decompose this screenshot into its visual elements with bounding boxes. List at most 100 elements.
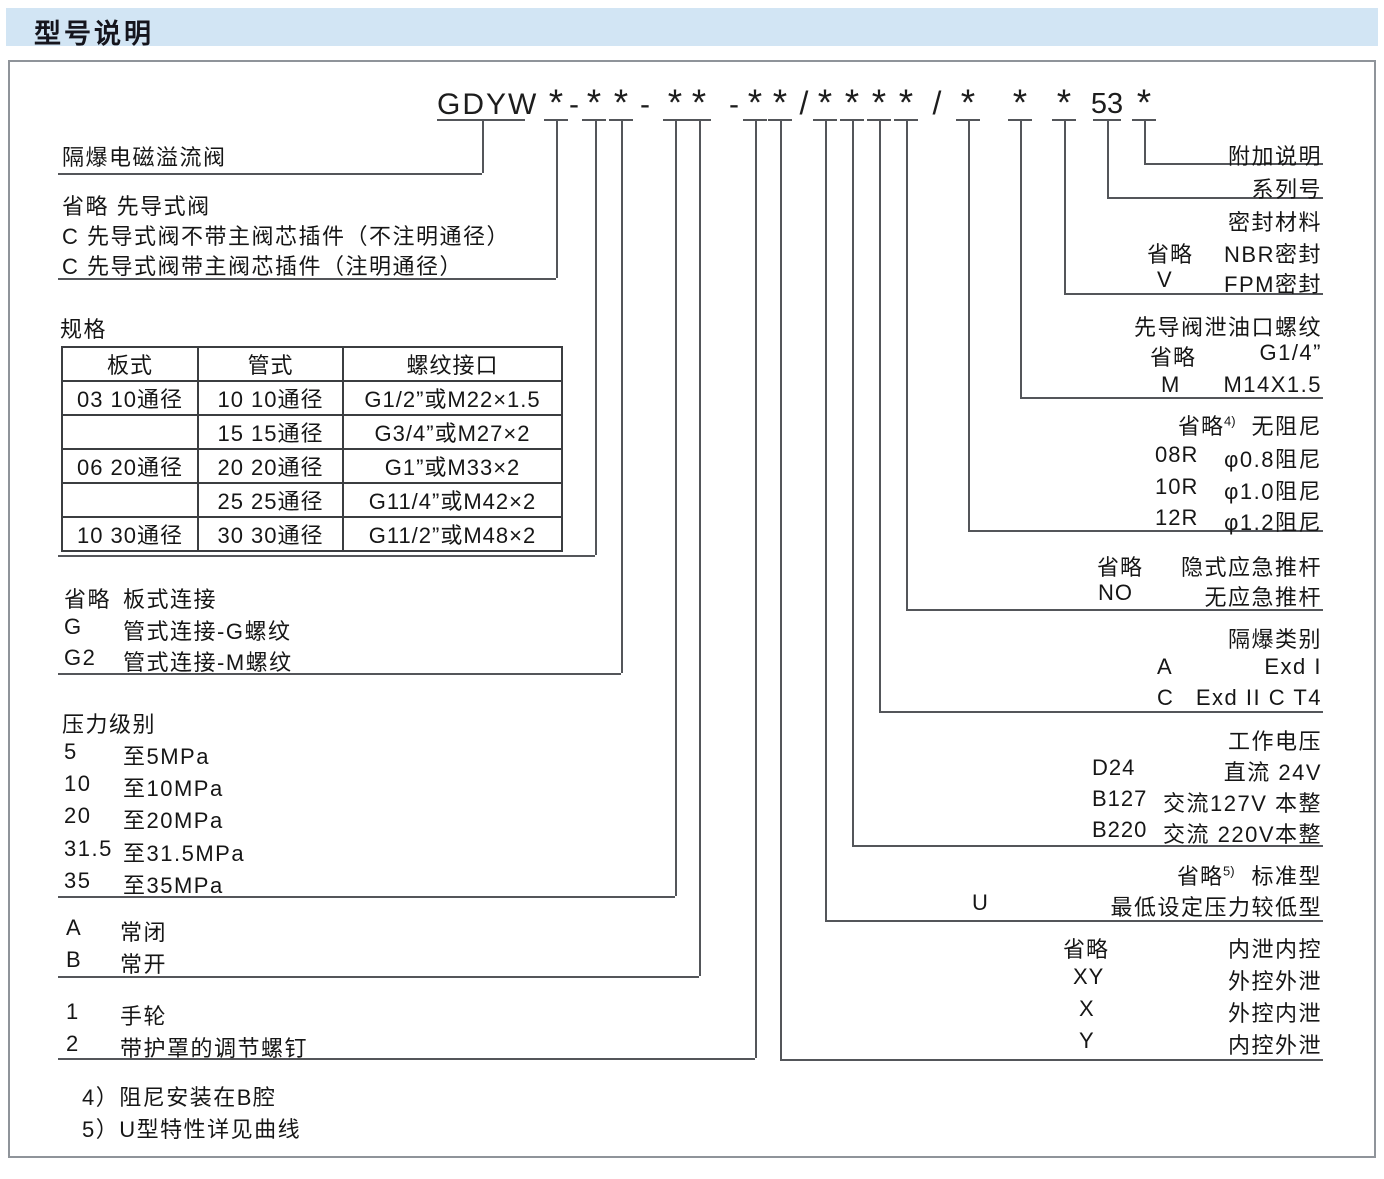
table-cell: 25 25通径 — [197, 482, 344, 518]
connection-code: 省略 — [64, 587, 112, 612]
model-code-token: * — [1012, 82, 1028, 123]
state-code: A — [66, 915, 83, 940]
control-desc: 外控外泄 — [1227, 969, 1322, 994]
token-underline — [544, 119, 568, 121]
table-cell: G11/2”或M48×2 — [342, 516, 563, 552]
state-desc: 常开 — [120, 952, 168, 977]
connector-hline — [58, 673, 621, 675]
exclass-title: 隔爆类别 — [1227, 627, 1322, 652]
pressure-code: 35 — [64, 868, 92, 893]
seal-desc: NBR密封 — [1224, 242, 1322, 267]
voltage-code: B127 — [1092, 786, 1148, 811]
table-cell: 15 15通径 — [197, 414, 344, 450]
token-underline — [582, 119, 606, 121]
connector-vline — [482, 121, 484, 173]
connection-code: G2 — [64, 645, 97, 670]
spec-title: 规格 — [60, 317, 108, 342]
damping-desc: φ1.2阻尼 — [1224, 510, 1322, 535]
connector-hline — [968, 530, 1323, 532]
page-title: 型号说明 — [34, 19, 154, 49]
voltage-code: B220 — [1092, 817, 1148, 842]
section-header-bar: 型号说明 — [6, 8, 1378, 49]
connector-hline — [1107, 197, 1323, 199]
model-code-token: * — [586, 82, 602, 123]
model-code-token: * — [747, 82, 763, 123]
token-underline — [840, 119, 864, 121]
label-valve-name: 隔爆电磁溢流阀 — [62, 145, 227, 170]
table-header-cell: 管式 — [197, 346, 344, 382]
model-code-token: * — [844, 82, 860, 123]
table-cell: 20 20通径 — [197, 448, 344, 484]
control-code: Y — [1079, 1028, 1095, 1053]
token-underline — [1093, 119, 1121, 121]
table-cell: G1”或M33×2 — [342, 448, 563, 484]
connector-hline — [906, 609, 1323, 611]
damping-code: 10R — [1155, 474, 1199, 499]
footnote: 5）U型特性详见曲线 — [82, 1117, 302, 1142]
connector-vline — [906, 121, 908, 609]
connector-vline — [1064, 121, 1066, 293]
connector-vline — [699, 121, 701, 976]
damping-code: 12R — [1155, 505, 1199, 530]
table-cell: 30 30通径 — [197, 516, 344, 552]
damping-desc: φ1.0阻尼 — [1224, 479, 1322, 504]
pressure-code: 31.5 — [64, 836, 113, 861]
model-code-token: * — [1136, 82, 1152, 123]
connector-hline — [852, 845, 1323, 847]
label-series-no: 系列号 — [1251, 177, 1322, 202]
table-row: 15 15通径 G3/4”或M27×2 — [61, 414, 563, 450]
table-row: 25 25通径 G11/4”或M42×2 — [61, 482, 563, 518]
token-underline — [609, 119, 633, 121]
seal-title: 密封材料 — [1227, 210, 1322, 235]
voltage-desc: 直流 24V — [1223, 760, 1322, 785]
model-code-token: * — [871, 82, 887, 123]
stdtype-code: 省略5) — [1177, 863, 1235, 889]
model-code-token: * — [960, 82, 976, 123]
drain-desc: G1/4” — [1259, 340, 1322, 365]
table-cell: G3/4”或M27×2 — [342, 414, 563, 450]
damping-code: 08R — [1155, 442, 1199, 467]
pushrod-desc: 无应急推杆 — [1204, 585, 1322, 610]
state-code: B — [66, 947, 83, 972]
connector-vline — [1144, 121, 1146, 163]
pushrod-desc: 隐式应急推杆 — [1180, 555, 1322, 580]
exclass-code: A — [1157, 654, 1173, 679]
pilot-row: C 先导式阀不带主阀芯插件（不注明通径） — [62, 224, 511, 249]
connection-desc: 管式连接-G螺纹 — [123, 619, 292, 644]
connector-vline — [879, 121, 881, 711]
pilot-row: 省略 先导式阀 — [62, 194, 211, 219]
connector-hline — [1020, 397, 1323, 399]
token-underline — [743, 119, 767, 121]
connector-hline — [825, 920, 1323, 922]
pressure-desc: 至31.5MPa — [123, 841, 246, 866]
table-row: 10 30通径 30 30通径 G11/2”或M48×2 — [61, 516, 563, 552]
model-code-token: / — [932, 85, 942, 121]
table-row: 03 10通径 10 10通径 G1/2”或M22×1.5 — [61, 380, 563, 416]
connector-vline — [675, 121, 677, 896]
connector-hline — [58, 555, 595, 557]
connector-vline — [825, 121, 827, 920]
token-underline — [956, 119, 980, 121]
connection-code: G — [64, 614, 83, 639]
table-cell: G11/4”或M42×2 — [342, 482, 563, 518]
table-cell: G1/2”或M22×1.5 — [342, 380, 563, 416]
table-cell — [61, 482, 199, 518]
model-code-token: - — [569, 88, 579, 121]
table-row: 06 20通径 20 20通径 G1”或M33×2 — [61, 448, 563, 484]
token-underline — [867, 119, 891, 121]
table-cell: 03 10通径 — [61, 380, 199, 416]
connector-vline — [755, 121, 757, 1058]
connector-hline — [1064, 293, 1323, 295]
drain-code: M — [1161, 372, 1181, 397]
damping-code: 省略4) — [1178, 413, 1236, 439]
adjust-desc: 带护罩的调节螺钉 — [120, 1036, 309, 1061]
pilot-row: C 先导式阀带主阀芯插件（注明通径） — [62, 254, 464, 279]
damping-desc: 无阻尼 — [1251, 414, 1322, 439]
pressure-desc: 至5MPa — [123, 744, 210, 769]
model-code-token: 53 — [1090, 88, 1124, 120]
drain-desc: M14X1.5 — [1223, 372, 1322, 397]
table-cell: 10 10通径 — [197, 380, 344, 416]
model-code-token: * — [613, 82, 629, 123]
table-header-cell: 螺纹接口 — [342, 346, 563, 382]
control-code: 省略 — [1063, 937, 1110, 962]
